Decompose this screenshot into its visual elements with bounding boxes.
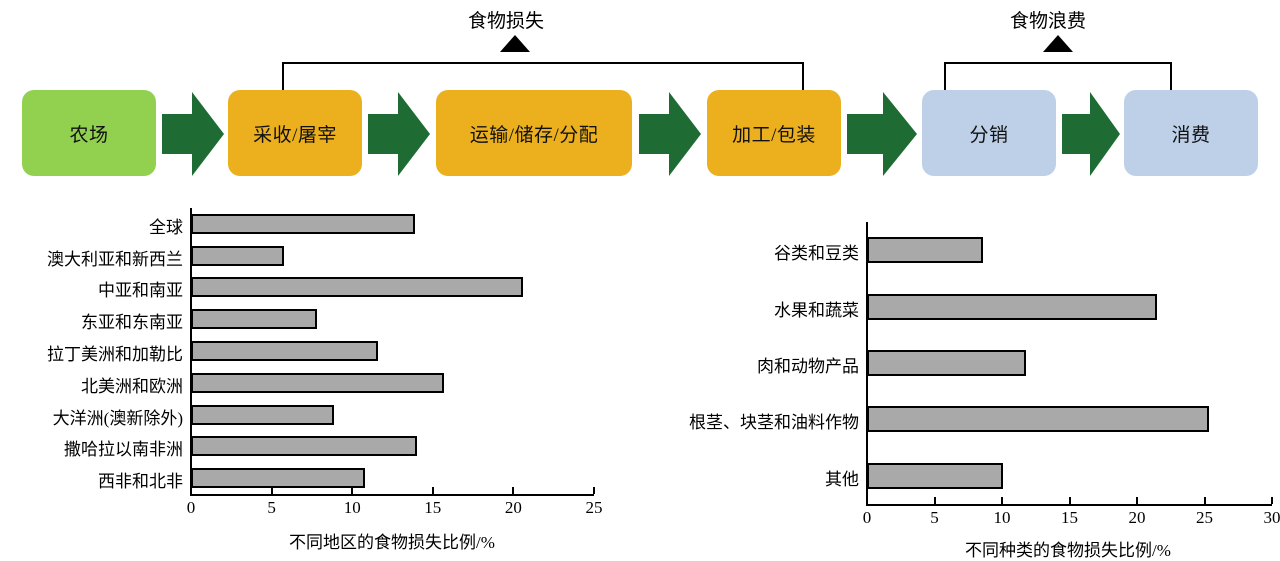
bar xyxy=(191,372,445,393)
bar xyxy=(867,350,1027,376)
x-tick xyxy=(512,487,515,494)
x-tick-label: 15 xyxy=(1061,508,1078,527)
x-axis-title: 不同地区的食物损失比例/% xyxy=(289,533,495,552)
bracket-food-waste xyxy=(944,62,1172,90)
flow-stage-processing[interactable]: 加工/包装 xyxy=(707,90,841,176)
bar xyxy=(191,277,524,298)
bar xyxy=(191,309,317,330)
flow-stage-farm[interactable]: 农场 xyxy=(22,90,156,176)
category-label: 谷类和豆类 xyxy=(774,244,859,264)
bar xyxy=(191,213,416,234)
bar xyxy=(191,341,378,361)
x-tick-label: 5 xyxy=(267,498,276,517)
flow-stage-consumption[interactable]: 消费 xyxy=(1124,90,1258,176)
category-label: 澳大利亚和新西兰 xyxy=(47,249,183,269)
category-label: 东亚和东南亚 xyxy=(81,313,183,333)
bracket-top-line-2 xyxy=(944,62,1172,64)
bracket-left-leg xyxy=(282,62,284,90)
x-tick xyxy=(431,487,434,494)
x-tick-label: 20 xyxy=(504,498,522,517)
x-tick xyxy=(270,487,273,494)
x-tick-label: 10 xyxy=(343,498,361,517)
arrow-distribution-to-consumption xyxy=(1062,92,1120,176)
bar xyxy=(867,293,1158,320)
group-label-food-loss: 食物损失 xyxy=(467,11,544,32)
flow-stage-distribution[interactable]: 分销 xyxy=(922,90,1056,176)
flow-stage-label: 加工/包装 xyxy=(732,124,816,146)
x-tick xyxy=(1001,497,1003,504)
x-tick-label: 25 xyxy=(1196,508,1213,527)
x-tick-label: 0 xyxy=(862,508,872,527)
x-tick-label: 20 xyxy=(1128,508,1146,527)
chart-food-loss-by-region: 0 5 10 15 20 25 全球澳大利亚和新西兰中亚和南亚东亚和东南亚拉丁美洲和加勒比… xyxy=(0,0,640,560)
x-tick xyxy=(1068,497,1071,504)
flow-stage-label: 运输/储存/分配 xyxy=(469,124,599,146)
category-label: 撒哈拉以南非洲 xyxy=(64,440,183,460)
x-axis xyxy=(190,494,594,496)
x-tick-label: 0 xyxy=(186,498,196,517)
category-label: 中亚和南亚 xyxy=(98,281,183,301)
x-tick-label: 5 xyxy=(930,508,939,527)
x-axis-title-2: 不同种类的食物损失比例/% xyxy=(965,541,1171,560)
bar xyxy=(191,245,285,266)
group-label-food-waste: 食物浪费 xyxy=(1009,11,1086,32)
flow-stage-label: 采收/屠宰 xyxy=(253,124,337,146)
bracket-right-leg-2 xyxy=(1170,62,1172,90)
bar xyxy=(191,468,366,489)
arrow-farm-to-harvest xyxy=(162,92,224,176)
bar xyxy=(867,237,984,264)
flow-stage-label: 分销 xyxy=(969,124,1009,146)
x-tick-label: 10 xyxy=(993,508,1011,527)
category-label: 根茎、块茎和油料作物 xyxy=(689,413,859,433)
food-loss-pointer-icon xyxy=(500,35,530,52)
x-tick xyxy=(190,487,192,494)
x-tick xyxy=(593,487,595,494)
flow-stage-harvest[interactable]: 采收/屠宰 xyxy=(228,90,362,176)
x-tick xyxy=(1203,497,1206,504)
food-waste-pointer-icon xyxy=(1043,35,1073,52)
x-tick-label: 15 xyxy=(424,498,442,517)
x-tick-label: 30 xyxy=(1263,508,1280,527)
category-label: 水果和蔬菜 xyxy=(774,300,859,320)
x-axis-2 xyxy=(866,504,1272,506)
arrow-transport-to-processing xyxy=(639,92,701,176)
x-tick xyxy=(1271,497,1273,504)
bar xyxy=(191,436,417,457)
x-tick xyxy=(1136,497,1138,504)
bar xyxy=(191,404,335,425)
category-label: 全球 xyxy=(149,217,183,237)
category-label: 北美洲和欧洲 xyxy=(81,376,183,396)
x-tick-label: 25 xyxy=(585,498,603,517)
category-label: 其他 xyxy=(825,469,859,489)
category-label: 西非和北非 xyxy=(98,472,183,492)
bar xyxy=(867,406,1209,433)
bracket-left-leg-2 xyxy=(944,62,946,90)
category-label: 肉和动物产品 xyxy=(757,357,859,376)
flow-stage-label: 农场 xyxy=(69,124,109,146)
arrow-harvest-to-transport xyxy=(368,92,430,176)
flow-stage-transport[interactable]: 运输/储存/分配 xyxy=(436,90,632,176)
x-tick xyxy=(866,497,868,504)
flow-stage-label: 消费 xyxy=(1171,124,1211,146)
category-label: 大洋洲(澳新除外) xyxy=(52,408,183,428)
x-tick xyxy=(351,487,354,494)
bar xyxy=(867,462,1004,489)
category-label: 拉丁美洲和加勒比 xyxy=(47,345,183,364)
bracket-right-leg xyxy=(802,62,804,90)
bracket-top-line xyxy=(282,62,804,64)
arrow-processing-to-distribution xyxy=(847,92,917,176)
bracket-food-loss xyxy=(282,62,804,90)
x-tick xyxy=(933,497,936,504)
